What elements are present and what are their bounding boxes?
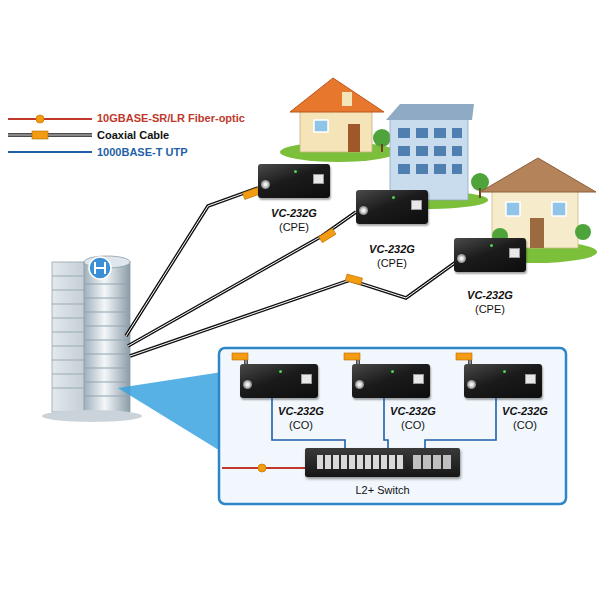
status-led xyxy=(279,370,282,373)
sfp-ports xyxy=(413,455,451,469)
role-name: (CPE) xyxy=(258,220,330,234)
port-row xyxy=(317,455,405,469)
model-name: VC-232G xyxy=(262,404,340,418)
device-label: L2+ Switch xyxy=(305,483,460,497)
converter-box: VC-232G(CPE) xyxy=(454,238,526,272)
legend-text: 1000BASE-T UTP xyxy=(97,146,187,159)
cable-tags xyxy=(232,353,472,360)
coax-cables xyxy=(126,188,456,356)
legend-text: Coaxial Cable xyxy=(97,129,169,142)
switch-box: L2+ Switch xyxy=(305,448,460,477)
utp-connector xyxy=(272,398,345,448)
bnc-port xyxy=(359,206,368,215)
zoom-wedge xyxy=(118,372,222,452)
fiber-uplink xyxy=(222,464,306,472)
bnc-port xyxy=(261,180,270,189)
inset-frame xyxy=(219,348,566,504)
status-led xyxy=(294,170,297,173)
converter-box: VC-232G(CO) xyxy=(352,364,430,398)
role-name: (CPE) xyxy=(454,302,526,316)
central-office-tower xyxy=(42,256,142,422)
rj45-port xyxy=(411,200,422,210)
model-name: VC-232G xyxy=(374,404,452,418)
converter-box: VC-232G(CO) xyxy=(464,364,542,398)
house-illustration xyxy=(280,78,396,162)
converter-box: VC-232G(CPE) xyxy=(258,164,330,198)
legend-samples xyxy=(8,115,92,152)
status-led xyxy=(490,244,493,247)
status-led xyxy=(392,196,395,199)
role-name: L2+ Switch xyxy=(305,483,460,497)
rj45-port xyxy=(509,248,520,258)
device-label: VC-232G(CPE) xyxy=(454,288,526,316)
device-label: VC-232G(CO) xyxy=(486,404,564,432)
legend-text: 10GBASE-SR/LR Fiber-optic xyxy=(97,112,245,125)
rj45-port xyxy=(301,374,312,384)
status-led xyxy=(391,370,394,373)
role-name: (CO) xyxy=(374,418,452,432)
role-name: (CPE) xyxy=(356,256,428,270)
status-led xyxy=(503,370,506,373)
rj45-port xyxy=(413,374,424,384)
device-label: VC-232G(CPE) xyxy=(258,206,330,234)
utp-connector xyxy=(384,398,388,448)
role-name: (CO) xyxy=(262,418,340,432)
converter-box: VC-232G(CPE) xyxy=(356,190,428,224)
rj45-port xyxy=(313,174,324,184)
model-name: VC-232G xyxy=(258,206,330,220)
cable-tags xyxy=(242,187,362,284)
device-label: VC-232G(CPE) xyxy=(356,242,428,270)
bnc-port xyxy=(467,380,476,389)
device-label: VC-232G(CO) xyxy=(374,404,452,432)
role-name: (CO) xyxy=(486,418,564,432)
bnc-port xyxy=(355,380,364,389)
model-name: VC-232G xyxy=(486,404,564,418)
utp-connector xyxy=(425,398,496,448)
model-name: VC-232G xyxy=(454,288,526,302)
rj45-port xyxy=(525,374,536,384)
bnc-port xyxy=(243,380,252,389)
converter-box: VC-232G(CO) xyxy=(240,364,318,398)
device-label: VC-232G(CO) xyxy=(262,404,340,432)
bnc-port xyxy=(457,254,466,263)
model-name: VC-232G xyxy=(356,242,428,256)
